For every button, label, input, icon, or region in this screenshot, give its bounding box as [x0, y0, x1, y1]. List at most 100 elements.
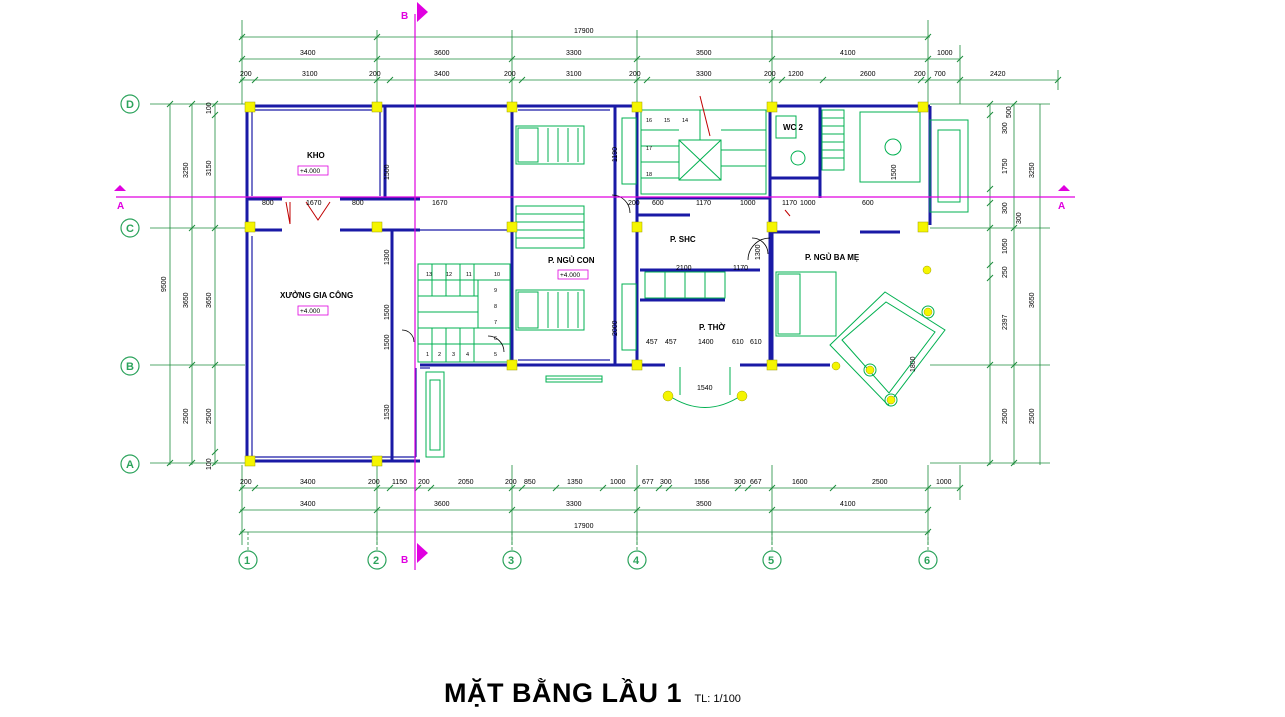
- dim-left-outer: 9500: [161, 276, 168, 292]
- columns: [244, 101, 933, 467]
- room-xuong-elevation: +4.000: [300, 308, 320, 315]
- step-4: 4: [466, 352, 469, 358]
- dim-top-inner-2: 3100: [302, 71, 318, 78]
- furniture: [417, 109, 969, 458]
- dim-top-inner-6: 3100: [566, 71, 582, 78]
- dim-int-7: 1170: [696, 200, 711, 207]
- axis-b-label: B: [126, 361, 134, 373]
- dimension-texts: 17900 3400 3600 3300 3500 4100 1000 200 …: [161, 28, 1036, 530]
- dim-top-inner-13: 700: [934, 71, 946, 78]
- dim-bottom-inner-4: 1150: [392, 479, 407, 486]
- dim-left-inner-2: 3150: [206, 160, 213, 176]
- section-b-top-label: B: [401, 11, 408, 22]
- room-kho-elevation: +4.000: [300, 168, 320, 175]
- door-marks: [401, 194, 771, 353]
- step-12: 12: [446, 272, 452, 278]
- step-11: 11: [466, 272, 472, 278]
- dim-bottom-inner-15: 667: [750, 479, 762, 486]
- dim-left-mid-3: 2500: [183, 408, 190, 424]
- dim-bottom-mid-1: 3400: [300, 501, 316, 508]
- drawing-title: MẶT BẰNG LẦU 1 TL: 1/100: [444, 678, 741, 716]
- dim-int-1: 800: [262, 200, 274, 207]
- step-15: 15: [664, 118, 670, 124]
- dim-int-8: 2100: [676, 265, 692, 272]
- dim-bottom-inner-5: 200: [418, 479, 430, 486]
- dim-int-11: 1170: [782, 200, 797, 207]
- dim-bottom-inner-12: 300: [660, 479, 672, 486]
- dim-right-inner-9: 2500: [1002, 408, 1009, 424]
- section-a-left-label: A: [117, 201, 124, 212]
- dim-right-inner-3: 1750: [1002, 158, 1009, 174]
- dim-right-inner-8: 2397: [1002, 314, 1009, 330]
- dim-int-19: 610: [750, 339, 762, 346]
- drawing-title-main: MẶT BẰNG LẦU 1: [444, 678, 682, 708]
- dim-int-3: 800: [352, 200, 364, 207]
- dim-int-12: 1000: [800, 200, 816, 207]
- dim-right-mid-1: 3250: [1029, 162, 1036, 178]
- dim-left-inner-4: 2500: [206, 408, 213, 424]
- axis-6-label: 6: [924, 555, 930, 567]
- dim-bottom-mid-5: 4100: [840, 501, 856, 508]
- dim-top-mid-1: 3400: [300, 50, 316, 57]
- dim-right-inner-2: 300: [1002, 122, 1009, 134]
- dim-bottom-inner-9: 1350: [567, 479, 583, 486]
- dim-int-16: 457: [665, 339, 677, 346]
- dim-top-mid-2: 3600: [434, 50, 450, 57]
- dim-int-6: 200: [628, 200, 640, 207]
- dim-bottom-inner-7: 200: [505, 479, 517, 486]
- axis-bubbles-horizontal: [120, 94, 140, 474]
- dim-int-17: 1400: [698, 339, 714, 346]
- dim-bottom-inner-13: 1556: [694, 479, 710, 486]
- dim-bottom-total: 17900: [574, 523, 594, 530]
- axis-3-label: 3: [508, 555, 514, 567]
- dim-bottom-inner-17: 2500: [872, 479, 888, 486]
- dim-int-23: 1500: [384, 334, 391, 350]
- axis-bubbles-vertical: [238, 550, 938, 570]
- dim-top-inner-3: 200: [369, 71, 381, 78]
- axis-2-label: 2: [373, 555, 379, 567]
- doors: [285, 95, 791, 225]
- step-1: 1: [426, 352, 429, 358]
- dim-bottom-inner-16: 1600: [792, 479, 808, 486]
- step-7: 7: [494, 320, 497, 326]
- dim-top-total: 17900: [574, 28, 594, 35]
- axis-4-label: 4: [633, 555, 640, 567]
- room-ngu-bame-label: P. NGỦ BA MẸ: [805, 253, 860, 262]
- partitions: [251, 109, 610, 458]
- elev-box-xuong: [297, 305, 329, 316]
- dim-top-inner-7: 200: [629, 71, 641, 78]
- dim-bottom-mid-3: 3300: [566, 501, 582, 508]
- dim-left-inner-1: 100: [206, 102, 213, 114]
- step-13: 13: [426, 272, 432, 278]
- dimension-lines: [150, 20, 1059, 552]
- dim-int-18: 610: [732, 339, 744, 346]
- step-5: 5: [494, 352, 497, 358]
- dim-bottom-inner-1: 200: [240, 479, 252, 486]
- dim-int-29: 1800: [910, 356, 917, 372]
- dim-top-inner-1: 200: [240, 71, 252, 78]
- room-shc-label: P. SHC: [670, 235, 696, 244]
- dim-left-mid-1: 3250: [183, 162, 190, 178]
- room-kho-label: KHO: [307, 151, 325, 160]
- dim-int-20: 1500: [384, 164, 391, 180]
- dim-int-15: 457: [646, 339, 658, 346]
- dim-left-inner-3: 3650: [206, 292, 213, 308]
- room-ngu-con-label: P. NGỦ CON: [548, 256, 595, 265]
- section-arrows: [114, 2, 1070, 563]
- dim-left-inner-5: 100: [206, 458, 213, 470]
- step-8: 8: [494, 304, 497, 310]
- dim-int-21: 1300: [384, 249, 391, 265]
- dim-int-28: 1300: [755, 244, 762, 260]
- room-ngu-con-elevation: +4.000: [560, 272, 580, 279]
- dim-right-inner-7: 250: [1002, 266, 1009, 278]
- axis-a-label: A: [126, 459, 134, 471]
- dim-int-2: 1670: [306, 200, 322, 207]
- dim-bottom-inner-10: 1000: [610, 479, 626, 486]
- dimension-ticks: [166, 33, 1062, 536]
- elev-box-kho: [297, 165, 329, 176]
- dim-left-mid-2: 3650: [183, 292, 190, 308]
- dim-top-inner-12: 200: [914, 71, 926, 78]
- step-2: 2: [438, 352, 441, 358]
- section-b-bottom-label: B: [401, 555, 408, 566]
